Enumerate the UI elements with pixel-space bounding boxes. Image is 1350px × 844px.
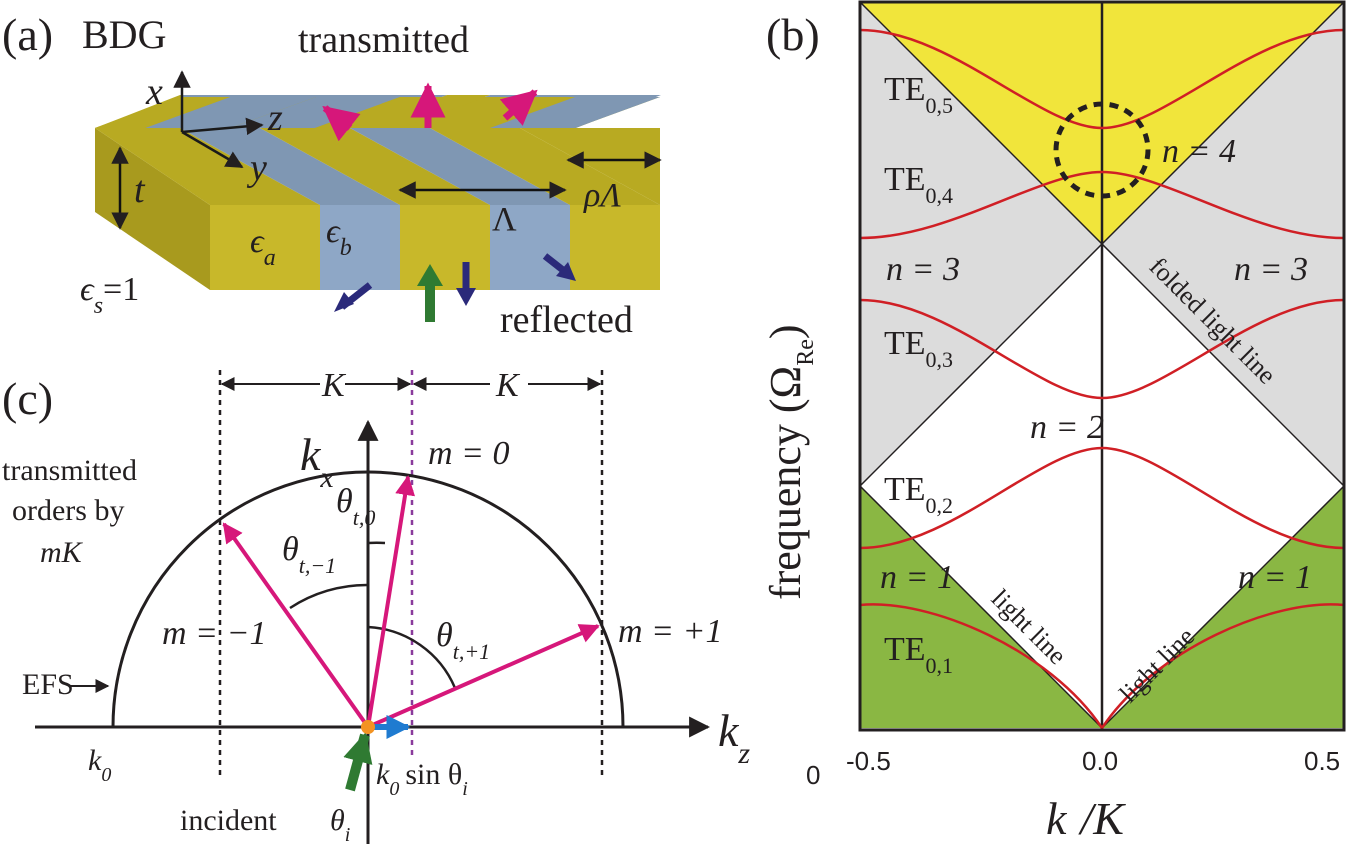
gap-highlight-circle xyxy=(1053,101,1151,199)
xtick-label: -0.5 xyxy=(846,746,891,776)
grating-type-label: BDG xyxy=(82,12,166,57)
kz-axis-label: kz xyxy=(718,705,750,770)
m0-label: m = 0 xyxy=(428,435,510,472)
order-label-n2: n = 2 xyxy=(1030,409,1104,446)
axis-z-label: z xyxy=(267,97,283,139)
panel-b-label: (b) xyxy=(766,9,820,60)
theta-tm1-label: θt,−1 xyxy=(282,531,336,578)
mode-label: TE0,5 xyxy=(884,71,953,118)
angle-arcs xyxy=(289,541,457,689)
order-guide-lines xyxy=(218,370,604,775)
incident-arrow xyxy=(417,264,443,322)
order-label-n1-right: n = 1 xyxy=(1238,559,1312,596)
K-right-label: K xyxy=(495,367,521,404)
mode-labels: TE0,1 TE0,2 TE0,3 TE0,4 TE0,5 xyxy=(884,71,953,678)
efs-semicircle xyxy=(111,470,625,728)
order-label-n3-right: n = 3 xyxy=(1234,251,1308,288)
rho-period-label: ρΛ xyxy=(583,177,621,214)
panel-a: (a) BDG transmitted xyxy=(2,9,662,341)
transmitted-arrows xyxy=(322,82,538,142)
order-vectors xyxy=(222,475,600,729)
k0-label: k0 xyxy=(88,744,111,786)
eps-b-label: ϵb xyxy=(326,213,352,261)
slab-top-stripes xyxy=(95,97,660,128)
slab-front-face xyxy=(210,205,660,290)
theta-tp1-label: θt,+1 xyxy=(436,617,490,664)
incident-vector xyxy=(343,732,373,792)
plot-frame xyxy=(858,0,1346,732)
K-left-label: K xyxy=(321,367,347,404)
transmitted-orders-line2: orders by xyxy=(12,494,124,527)
panel-a-label: (a) xyxy=(2,9,53,60)
panel-c: (c) K K kz kx EFS k0 xyxy=(2,367,750,844)
panel-c-label: (c) xyxy=(2,373,53,424)
efs-label: EFS xyxy=(22,668,74,701)
reflected-label: reflected xyxy=(500,299,633,341)
mode-label: TE0,4 xyxy=(884,161,953,208)
axis-x-label: x xyxy=(145,71,163,113)
m-plus1-label: m = +1 xyxy=(618,613,722,650)
transmitted-orders-line3: mK xyxy=(40,536,84,569)
order-labels: n = 1 n = 1 n = 2 n = 3 n = 3 n = 4 xyxy=(880,133,1312,596)
eps-s-label: ϵs=1 xyxy=(80,271,139,319)
theta-i-label: θi xyxy=(330,804,350,844)
theta-t0-label: θt,0 xyxy=(336,483,375,530)
x-axis-label: k/K xyxy=(1046,793,1126,844)
transmitted-orders-line1: transmitted xyxy=(2,454,137,487)
mode-label: TE0,3 xyxy=(884,325,953,372)
order-label-n3-left: n = 3 xyxy=(886,251,960,288)
m-minus1-label: m = −1 xyxy=(162,615,266,652)
coordinate-axes xyxy=(173,70,264,169)
panel-b: (b) xyxy=(761,0,1346,844)
incident-label: incident xyxy=(180,804,277,837)
mode-label: TE0,2 xyxy=(884,471,953,518)
xtick-label: 0.5 xyxy=(1304,746,1340,776)
band-curves xyxy=(859,28,1345,731)
order-label-n1-left: n = 1 xyxy=(880,559,954,596)
reflected-arrows xyxy=(334,253,576,312)
xtick-label: 0.0 xyxy=(1082,746,1118,776)
transmitted-label: transmitted xyxy=(298,19,469,61)
mode-label: TE0,1 xyxy=(884,631,953,678)
eps-a-label: ϵa xyxy=(250,223,276,271)
axis-y-label: y xyxy=(246,147,267,189)
kx-axis-label: kx xyxy=(300,429,334,494)
order-label-n4: n = 4 xyxy=(1162,133,1236,170)
period-label: Λ xyxy=(492,201,517,238)
origin-point xyxy=(361,720,375,734)
thickness-label: t xyxy=(134,169,146,211)
y-axis-label: frequency (ΩRe) xyxy=(761,324,819,600)
origin-label: 0 xyxy=(806,760,820,790)
